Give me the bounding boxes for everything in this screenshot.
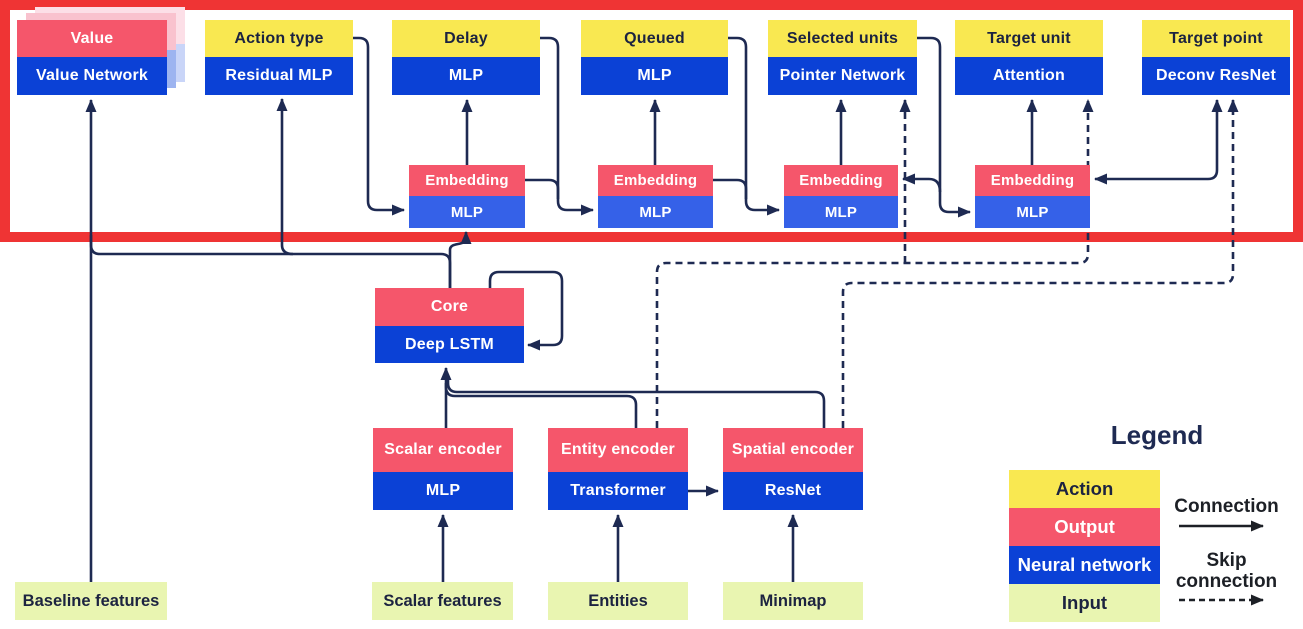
head-delay-network: MLP [392,57,540,95]
embedding-3-label: Embedding [784,165,898,196]
embedding-1-label: Embedding [409,165,525,196]
core-label: Core [375,288,524,326]
legend-connection-label: Connection [1174,496,1279,517]
entity-encoder-network: Transformer [548,472,688,510]
edge-embedding1-out [525,178,560,199]
legend-title: Legend [1110,420,1204,450]
head-selected-units-action: Selected units [768,20,917,57]
core-block: Core Deep LSTM [375,288,524,363]
spatial-encoder-label: Spatial encoder [723,428,863,472]
legend-skip-line2: connection [1175,571,1278,592]
input-minimap: Minimap [723,582,863,620]
edge-delay-to-embedding2 [540,36,594,216]
edge-embedding2-out [713,178,748,199]
legend-skip-line1: Skip [1206,550,1247,571]
head-selected-units: Selected units Pointer Network [768,20,917,95]
entity-encoder: Entity encoder Transformer [548,428,688,510]
edge-core-branch-left [89,235,452,288]
head-target-unit: Target unit Attention [955,20,1103,95]
embedding-1-network: MLP [409,196,525,228]
scalar-encoder-label: Scalar encoder [373,428,513,472]
edge-embedding4-deconv [1094,99,1223,185]
head-action-type-network: Residual MLP [205,57,353,95]
embedding-3-network: MLP [784,196,898,228]
edge-spatial-to-lstm [446,379,826,428]
legend-item-neural-network: Neural network [1009,546,1160,584]
head-value: Value Value Network [17,20,167,95]
edge-entity-to-lstm [444,383,638,428]
edge-core-to-residual-mlp [276,98,294,256]
embedding-4-network: MLP [975,196,1090,228]
entity-encoder-label: Entity encoder [548,428,688,472]
input-entities: Entities [548,582,688,620]
scalar-encoder-network: MLP [373,472,513,510]
legend-item-output: Output [1009,508,1160,546]
head-action-type-action: Action type [205,20,353,57]
head-queued-action: Queued [581,20,728,57]
head-queued-network: MLP [581,57,728,95]
head-target-unit-network: Attention [955,57,1103,95]
head-target-point-network: Deconv ResNet [1142,57,1290,95]
skip-entity-to-attention [655,99,1094,428]
spatial-encoder-network: ResNet [723,472,863,510]
skip-spatial-to-deconv [841,99,1239,428]
head-selected-units-network: Pointer Network [768,57,917,95]
embedding-4: Embedding MLP [975,165,1090,228]
edge-core-to-embedding1 [448,231,472,288]
embedding-4-label: Embedding [975,165,1090,196]
highlight-box [0,0,1303,242]
edge-selected-to-embedding4 [917,36,971,218]
embedding-3: Embedding MLP [784,165,898,228]
head-target-point: Target point Deconv ResNet [1142,20,1290,95]
head-value-action: Value [17,20,167,57]
edge-queued-to-embedding3 [727,36,780,216]
edge-core-loop [488,270,564,351]
input-baseline-features: Baseline features [15,582,167,620]
core-network: Deep LSTM [375,326,524,363]
head-value-network: Value Network [17,57,167,95]
head-queued: Queued MLP [581,20,728,95]
legend-item-action: Action [1009,470,1160,508]
head-target-unit-action: Target unit [955,20,1103,57]
edge-actiontype-to-embedding1 [353,36,405,216]
embedding-2-network: MLP [598,196,713,228]
embedding-2-label: Embedding [598,165,713,196]
head-action-type: Action type Residual MLP [205,20,353,95]
head-delay: Delay MLP [392,20,540,95]
embedding-1: Embedding MLP [409,165,525,228]
head-target-point-action: Target point [1142,20,1290,57]
scalar-encoder: Scalar encoder MLP [373,428,513,510]
input-scalar-features: Scalar features [372,582,513,620]
spatial-encoder: Spatial encoder ResNet [723,428,863,510]
embedding-2: Embedding MLP [598,165,713,228]
legend-skip-label: Skip connection [1160,550,1293,592]
edge-selected-feedback-embedding3 [902,173,942,193]
legend-item-input: Input [1009,584,1160,622]
head-delay-action: Delay [392,20,540,57]
